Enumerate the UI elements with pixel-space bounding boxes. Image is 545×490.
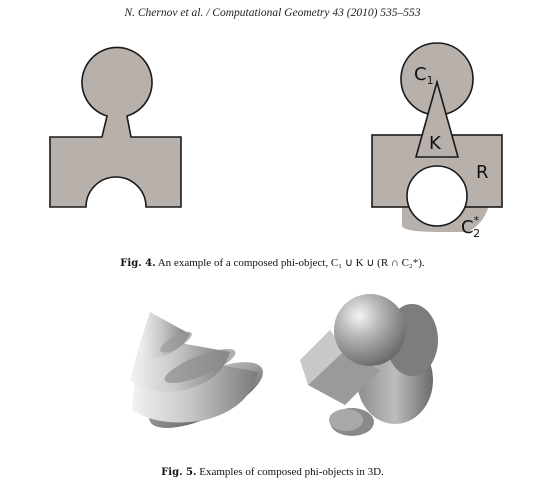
fig4-right-object: C1 K R C*2 xyxy=(371,42,503,240)
hole-circle xyxy=(406,165,468,227)
sphere xyxy=(334,294,406,366)
fig4-left-object xyxy=(49,46,182,208)
label-r: R xyxy=(476,162,489,183)
running-head: N. Chernov et al. / Computational Geomet… xyxy=(124,7,421,19)
fig5-cone-stack xyxy=(130,312,263,428)
fig4-left-shape xyxy=(49,46,182,208)
box-top xyxy=(300,330,345,385)
fig5-caption: Fig. 5. Examples of composed phi-objects… xyxy=(161,466,384,478)
label-c2-star: C*2 xyxy=(461,214,480,240)
label-k: K xyxy=(429,133,442,154)
fig5-sphere-box-cylinder xyxy=(300,294,438,436)
triangle-k xyxy=(414,79,460,158)
label-c1: C1 xyxy=(414,64,434,87)
top-cone-rim xyxy=(160,331,192,353)
fig4-caption: Fig. 4. An example of a composed phi-obj… xyxy=(120,257,425,269)
middle-cone-rim xyxy=(164,349,236,383)
bottom-disk-face xyxy=(329,409,363,431)
